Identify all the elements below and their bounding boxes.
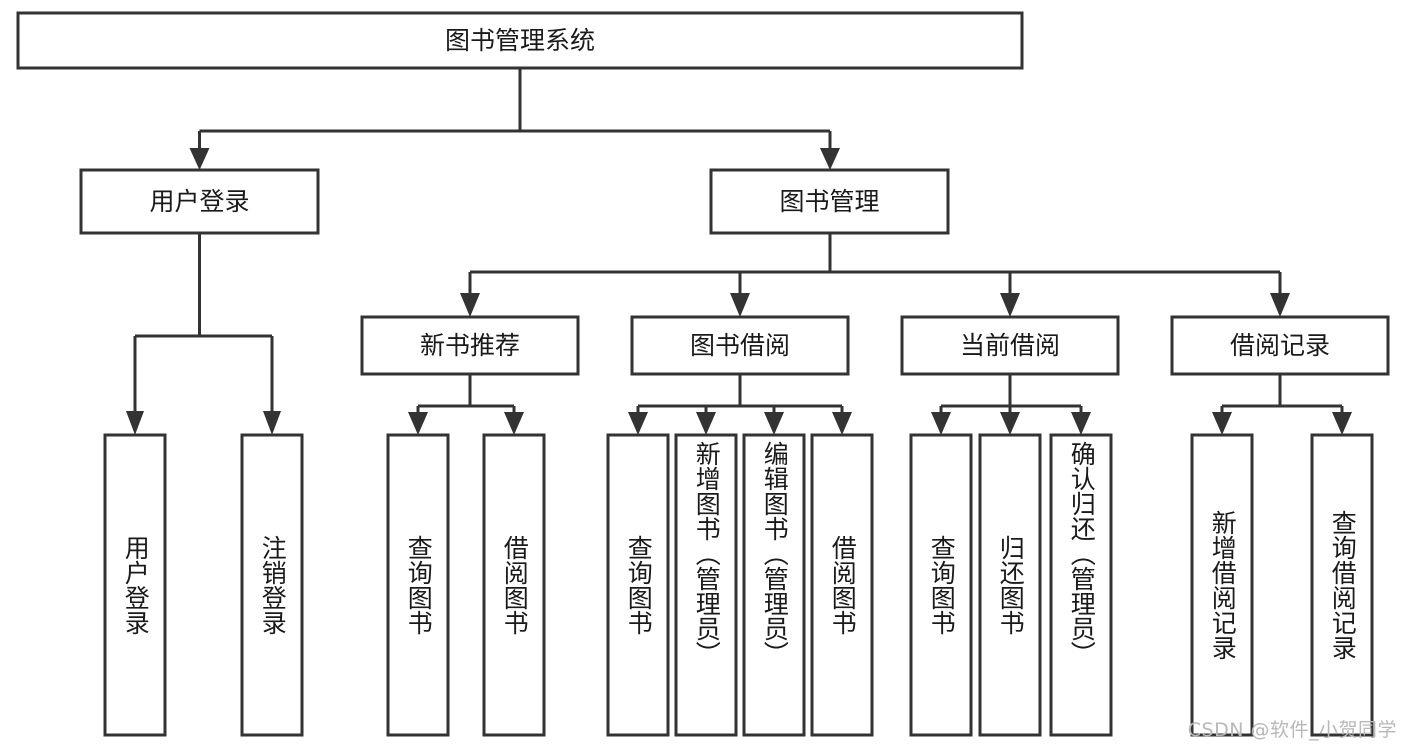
- leaf-box-layer: [103, 433, 1374, 737]
- node-leaf-rec-borrow-book-box[interactable]: [482, 433, 546, 737]
- node-leaf-cur-query-book-box[interactable]: [909, 433, 973, 737]
- node-leaf-user-login-box[interactable]: [103, 433, 167, 737]
- arrow-head-leaf-rec-query-book: [408, 412, 428, 435]
- arrow-head-leaf-borrow-edit-book: [764, 412, 784, 435]
- arrow-head-current-borrow: [1000, 293, 1020, 317]
- node-current-borrow[interactable]: 当前借阅: [900, 315, 1120, 376]
- arrow-head-leaf-rec-add-record: [1212, 412, 1232, 435]
- arrow-head-book-borrow: [730, 293, 750, 317]
- arrow-head-leaf-cur-query-book: [931, 412, 951, 435]
- arrow-head-leaf-cur-confirm-return: [1071, 412, 1091, 435]
- node-leaf-borrow-query-book-box[interactable]: [606, 433, 670, 737]
- node-root-label: 图书管理系统: [445, 26, 595, 55]
- node-leaf-borrow-borrow-book-box[interactable]: [810, 433, 874, 737]
- arrow-head-leaf-rec-borrow-book: [504, 412, 524, 435]
- arrow-head-leaf-borrow-query-book: [628, 412, 648, 435]
- node-current-borrow-label: 当前借阅: [960, 331, 1060, 360]
- node-book-manage-label: 图书管理: [779, 187, 879, 216]
- node-borrow-record-box[interactable]: [1170, 315, 1390, 376]
- node-book-borrow[interactable]: 图书借阅: [630, 315, 850, 376]
- node-leaf-rec-add-record-box[interactable]: [1190, 433, 1254, 737]
- node-leaf-user-logout-box[interactable]: [240, 433, 304, 737]
- connector-layer: [126, 68, 1352, 435]
- node-user-login[interactable]: 用户登录: [79, 168, 320, 235]
- arrow-head-new-book-rec: [460, 293, 480, 317]
- node-book-manage[interactable]: 图书管理: [709, 168, 950, 235]
- csdn-watermark: CSDN @软件_小贺同学: [1187, 719, 1397, 741]
- node-new-book-rec[interactable]: 新书推荐: [360, 315, 580, 376]
- node-leaf-rec-query-book-box[interactable]: [386, 433, 450, 737]
- node-user-login-box[interactable]: [79, 168, 320, 235]
- node-leaf-cur-return-book-box[interactable]: [978, 433, 1042, 737]
- node-leaf-borrow-add-book-box[interactable]: [674, 433, 738, 737]
- node-new-book-rec-box[interactable]: [360, 315, 580, 376]
- node-borrow-record[interactable]: 借阅记录: [1170, 315, 1390, 376]
- node-new-book-rec-label: 新书推荐: [420, 331, 520, 360]
- node-leaf-borrow-edit-book-box[interactable]: [742, 433, 806, 737]
- arrow-head-book-manage: [820, 148, 840, 170]
- arrow-head-leaf-cur-return-book: [1000, 412, 1020, 435]
- arrow-head-leaf-rec-query-record: [1332, 412, 1352, 435]
- node-current-borrow-box[interactable]: [900, 315, 1120, 376]
- arrow-head-leaf-user-login: [126, 411, 144, 435]
- node-leaf-rec-query-record-box[interactable]: [1310, 433, 1374, 737]
- node-root[interactable]: 图书管理系统: [16, 11, 1024, 70]
- arrow-head-leaf-borrow-borrow-book: [832, 412, 852, 435]
- arrow-head-borrow-record: [1270, 293, 1290, 317]
- arrow-head-leaf-user-logout: [263, 411, 281, 435]
- node-root-box[interactable]: [16, 11, 1024, 70]
- node-borrow-record-label: 借阅记录: [1230, 331, 1330, 360]
- node-leaf-cur-confirm-return-box[interactable]: [1049, 433, 1113, 737]
- node-book-borrow-box[interactable]: [630, 315, 850, 376]
- arrow-head-user-login: [189, 148, 210, 170]
- node-book-borrow-label: 图书借阅: [690, 331, 790, 360]
- arrow-head-leaf-borrow-add-book: [696, 412, 716, 435]
- node-user-login-label: 用户登录: [149, 187, 249, 216]
- node-book-manage-box[interactable]: [709, 168, 950, 235]
